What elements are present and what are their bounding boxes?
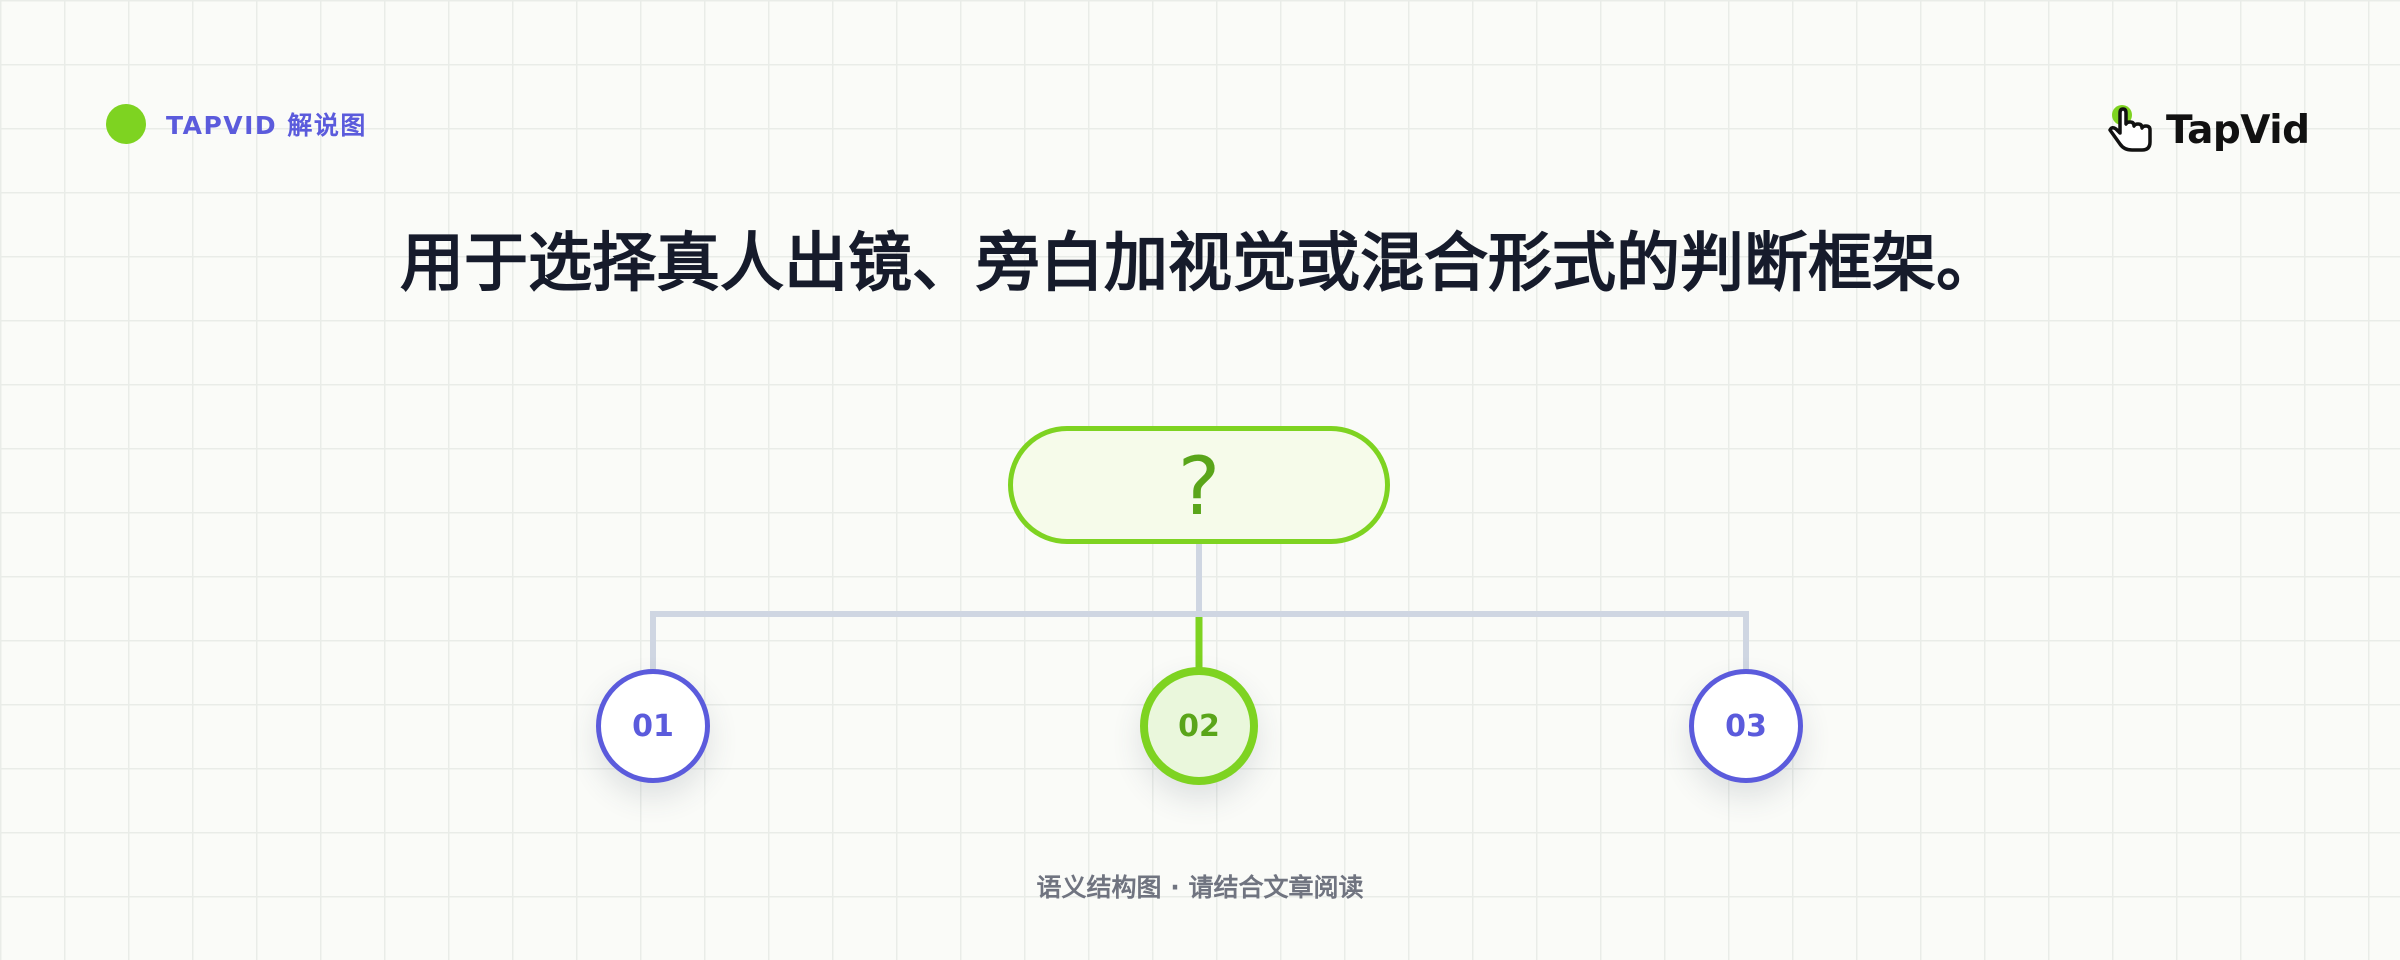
pointer-hand-icon bbox=[2108, 105, 2152, 152]
page-title: 用于选择真人出镜、旁白加视觉或混合形式的判断框架。 bbox=[400, 227, 2000, 301]
brand-label: TAPVID 解说图 bbox=[166, 111, 367, 140]
option-node-02[interactable]: 02 bbox=[1140, 667, 1258, 785]
option-node-03[interactable]: 03 bbox=[1689, 669, 1803, 783]
logo-text: TapVid bbox=[2166, 107, 2310, 153]
green-dot-icon bbox=[106, 104, 146, 144]
decision-root-node: ? bbox=[1008, 426, 1390, 544]
footer-caption: 语义结构图 · 请结合文章阅读 bbox=[1036, 873, 1364, 902]
tapvid-logo[interactable]: TapVid bbox=[2106, 100, 2310, 160]
brand-header: TAPVID 解说图 bbox=[106, 104, 367, 144]
option-node-01[interactable]: 01 bbox=[596, 669, 710, 783]
question-mark-icon: ? bbox=[1177, 440, 1221, 533]
